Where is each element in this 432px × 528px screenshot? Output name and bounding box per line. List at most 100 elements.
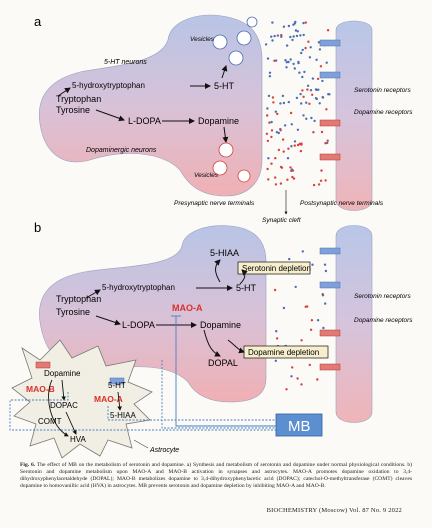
- neurotransmitter-dot: [289, 35, 292, 39]
- neurotransmitter-dot: [295, 34, 299, 38]
- neurotransmitter-dot: [266, 57, 270, 60]
- neurotransmitter-dot: [323, 263, 327, 266]
- neurotransmitter-dot: [305, 117, 308, 121]
- neurotransmitter-dot: [313, 119, 316, 123]
- neurotransmitter-dot: [321, 96, 325, 99]
- neurotransmitter-dot: [317, 41, 321, 44]
- neurotransmitter-dot: [317, 183, 321, 186]
- neurotransmitter-dot: [265, 132, 269, 135]
- neurotransmitter-dot: [297, 61, 300, 65]
- pathway-arrows-b: [85, 259, 248, 357]
- serotonin-depletion-label: Serotonin depletion: [242, 264, 311, 273]
- presynaptic-neuron-a: [38, 14, 263, 197]
- neurotransmitter-dot: [325, 108, 328, 111]
- neurotransmitter-dot: [299, 149, 303, 153]
- neurotransmitter-dot: [310, 319, 314, 322]
- ht-a: 5-HT: [214, 81, 235, 91]
- neurotransmitter-dot: [324, 179, 327, 182]
- neurotransmitter-dot: [274, 183, 278, 186]
- ht-b: 5-HT: [236, 283, 257, 293]
- neurotransmitter-dot: [306, 84, 310, 88]
- neurotransmitter-dot: [276, 34, 280, 37]
- neurotransmitter-dot: [285, 44, 289, 47]
- neurotransmitter-dot: [299, 92, 302, 96]
- neurotransmitter-dot: [301, 75, 304, 79]
- neurotransmitter-dot: [268, 71, 272, 75]
- neurotransmitter-dot: [295, 96, 299, 100]
- neurotransmitter-dot: [303, 70, 306, 74]
- neurotransmitter-dot: [266, 139, 270, 143]
- vesicle-group-bottom-a: [212, 142, 251, 183]
- neurotransmitter-dot: [310, 116, 313, 120]
- neurotransmitter-dot: [324, 302, 327, 305]
- neurotransmitter-dot: [289, 166, 292, 169]
- astrocyte-transporters: [35, 361, 125, 385]
- neurotransmitter-dot: [290, 145, 293, 148]
- postsynaptic-label: Postsynaptic nerve terminals: [300, 200, 384, 207]
- neurotransmitter-dot: [267, 94, 271, 98]
- neurotransmitter-dot: [290, 123, 293, 126]
- neurotransmitter-dot: [280, 35, 283, 38]
- neurotransmitter-dot: [298, 71, 301, 74]
- neurotransmitter-dot: [304, 46, 307, 50]
- neurotransmitter-dot: [324, 269, 328, 273]
- neurotransmitter-dot: [272, 101, 275, 104]
- neurotransmitter-dot: [300, 102, 303, 105]
- neurotransmitter-dot: [284, 59, 287, 62]
- neurotransmitter-dot: [280, 33, 283, 37]
- neurotransmitter-dot: [280, 166, 284, 169]
- neurotransmitter-dot: [316, 319, 320, 322]
- neurotransmitter-dot: [291, 38, 294, 42]
- neurotransmitter-dot: [306, 88, 309, 91]
- astro-ht: 5-HT: [108, 381, 126, 390]
- neurotransmitter-dot: [274, 359, 277, 362]
- neurotransmitter-dot: [301, 250, 304, 253]
- neurotransmitter-dot: [264, 43, 268, 46]
- neurotransmitter-dot: [326, 139, 329, 142]
- neurotransmitter-dot: [309, 89, 313, 92]
- neurotransmitter-dot: [285, 61, 288, 64]
- neurotransmitter-dot: [318, 102, 321, 105]
- neurotransmitter-dot: [292, 23, 295, 26]
- neurotransmitter-dot: [268, 121, 271, 124]
- vesicles-label-bottom: Vesicles: [194, 172, 219, 179]
- label-5ht-neurons: 5-HT neurons: [104, 59, 147, 66]
- neurotransmitter-dot: [290, 375, 293, 378]
- caption-text: The effect of MB on the metabolism of se…: [20, 462, 412, 489]
- tyrosine-a: Tyrosine: [56, 105, 90, 115]
- neurotransmitter-dot: [308, 102, 311, 106]
- tryptophan-a: Tryptophan: [56, 94, 101, 104]
- neurotransmitter-dot: [314, 97, 318, 100]
- neurotransmitter-dot: [286, 157, 290, 160]
- neurotransmitter-dot: [271, 21, 274, 24]
- neurotransmitter-dot: [321, 79, 324, 83]
- neurotransmitter-dot: [287, 24, 291, 28]
- postsynaptic-neuron-b: [335, 225, 373, 423]
- neurotransmitter-dot: [294, 29, 298, 32]
- panel-a-label: a: [34, 14, 42, 29]
- neurotransmitter-dot: [285, 66, 288, 69]
- vesicle-group-top-a: [212, 16, 258, 66]
- caption-fig-label: Fig. 6.: [20, 462, 36, 468]
- neurotransmitter-dot: [282, 101, 286, 105]
- presynaptic-label: Presynaptic nerve terminals: [174, 200, 255, 207]
- neurotransmitter-dot: [292, 62, 295, 66]
- neurotransmitter-dot: [316, 77, 320, 81]
- neurotransmitter-dot: [301, 89, 304, 92]
- neurotransmitter-dot: [289, 111, 293, 115]
- ldopa-a: L-DOPA: [128, 116, 161, 126]
- neurotransmitter-dot: [325, 61, 328, 64]
- neurotransmitter-dot: [271, 39, 274, 42]
- neurotransmitter-dot: [288, 257, 291, 261]
- neurotransmitter-dot: [274, 157, 277, 160]
- neurotransmitter-dot: [311, 93, 314, 97]
- dopamine-depletion-label: Dopamine depletion: [248, 348, 319, 357]
- neurotransmitter-dot: [279, 102, 282, 105]
- neurotransmitter-dot: [326, 29, 330, 32]
- neurotransmitter-dot: [282, 150, 285, 153]
- neurotransmitter-dot: [293, 140, 297, 143]
- neurotransmitter-dot: [267, 178, 270, 181]
- neurotransmitter-dot: [271, 96, 275, 99]
- neurotransmitter-dot: [296, 377, 299, 380]
- neurotransmitter-dot: [309, 46, 312, 49]
